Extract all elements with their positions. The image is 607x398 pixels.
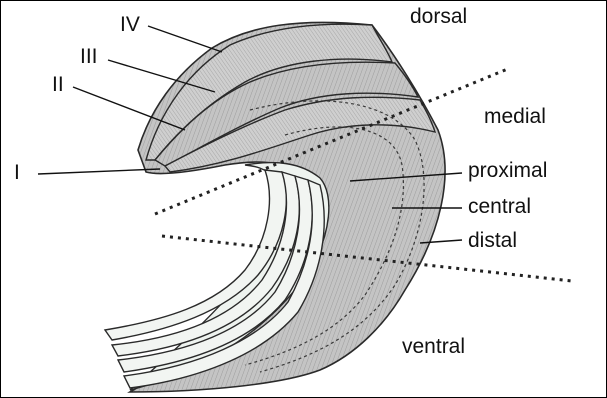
label-ventral: ventral [402,336,465,357]
label-central: central [468,196,531,217]
leader-iv [148,26,222,52]
leader-i [38,169,160,174]
label-layer-i: I [14,162,20,183]
label-distal: distal [468,230,517,251]
label-proximal: proximal [468,160,547,181]
label-layer-ii: II [52,74,64,95]
label-dorsal: dorsal [410,6,467,27]
label-layer-iii: III [80,46,98,67]
label-medial: medial [484,106,546,127]
label-layer-iv: IV [120,14,140,35]
